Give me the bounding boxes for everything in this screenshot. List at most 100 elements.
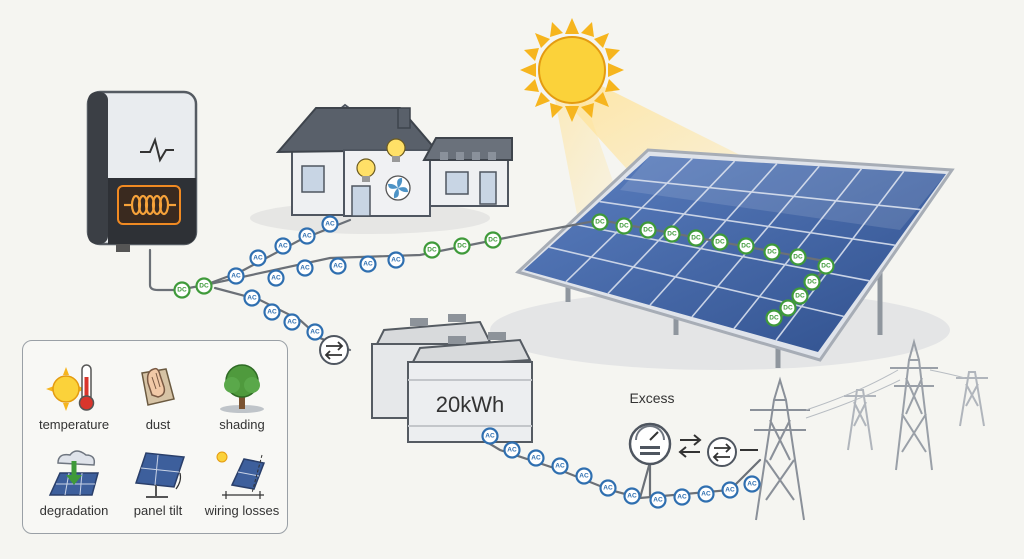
ac-connector-bead: AC: [283, 313, 301, 331]
legend-item-wiring-losses: wiring losses: [199, 445, 285, 518]
svg-text:DC: DC: [427, 247, 437, 254]
svg-text:AC: AC: [271, 275, 281, 282]
fan-icon: [385, 175, 411, 201]
ac-connector-bead: AC: [267, 269, 285, 287]
dc-connector-bead: DC: [817, 257, 835, 275]
cloth-wipe-icon: [141, 367, 175, 406]
svg-text:DC: DC: [457, 243, 467, 250]
legend-label-temperature: temperature: [38, 417, 110, 432]
svg-text:AC: AC: [300, 265, 310, 272]
svg-text:AC: AC: [603, 485, 613, 492]
ac-connector-bead: AC: [649, 491, 667, 509]
solar-array: [515, 148, 955, 368]
legend-label-degradation: degradation: [39, 503, 109, 518]
ac-connector-bead: AC: [321, 215, 339, 233]
legend-label-panel-tilt: panel tilt: [133, 503, 183, 518]
svg-text:AC: AC: [725, 487, 735, 494]
dc-connector-bead: DC: [484, 231, 502, 249]
svg-text:AC: AC: [391, 257, 401, 264]
dc-connector-bead: DC: [711, 233, 729, 251]
ac-connector-bead: AC: [243, 289, 261, 307]
ac-connector-bead: AC: [263, 303, 281, 321]
svg-text:AC: AC: [267, 309, 277, 316]
ac-connector-bead: AC: [743, 475, 761, 493]
dc-connector-bead: DC: [453, 237, 471, 255]
ac-connector-bead: AC: [697, 485, 715, 503]
svg-text:AC: AC: [302, 233, 312, 240]
dc-connector-bead: DC: [765, 309, 783, 327]
dc-connector-bead: DC: [779, 299, 797, 317]
dc-connector-bead: DC: [663, 225, 681, 243]
svg-text:DC: DC: [691, 235, 701, 242]
dc-connector-bead: DC: [615, 217, 633, 235]
legend-label-shading: shading: [219, 417, 265, 432]
ac-connector-bead: AC: [575, 467, 593, 485]
svg-text:AC: AC: [278, 243, 288, 250]
grid-meter: Excess: [628, 390, 675, 498]
ac-connector-bead: AC: [551, 457, 569, 475]
ac-connector-bead: AC: [599, 479, 617, 497]
svg-text:DC: DC: [619, 223, 629, 230]
excess-label: Excess: [629, 390, 674, 406]
svg-text:AC: AC: [677, 494, 687, 501]
ac-connector-bead: AC: [227, 267, 245, 285]
svg-text:DC: DC: [769, 315, 779, 322]
battery-bank: 20kWh: [371, 314, 533, 443]
legend-label-wiring-losses: wiring losses: [204, 503, 280, 518]
dc-connector-bead: DC: [687, 229, 705, 247]
ac-connector-bead: AC: [306, 323, 324, 341]
svg-text:DC: DC: [199, 283, 209, 290]
ac-connector-bead: AC: [298, 227, 316, 245]
svg-text:DC: DC: [177, 287, 187, 294]
dc-connector-bead: DC: [803, 273, 821, 291]
svg-text:DC: DC: [807, 279, 817, 286]
svg-text:AC: AC: [701, 491, 711, 498]
svg-text:AC: AC: [247, 295, 257, 302]
legend-item-degradation: degradation: [31, 445, 117, 518]
inverter: [86, 90, 198, 252]
ac-connector-bead: AC: [329, 257, 347, 275]
transmission-towers: [750, 338, 988, 521]
svg-text:DC: DC: [741, 243, 751, 250]
battery-capacity-label: 20kWh: [436, 392, 504, 417]
ac-connector-bead: AC: [296, 259, 314, 277]
sun-icon: [520, 18, 624, 122]
svg-text:AC: AC: [653, 497, 663, 504]
svg-text:AC: AC: [363, 261, 373, 268]
dc-connector-bead: DC: [789, 248, 807, 266]
svg-text:AC: AC: [747, 481, 757, 488]
house: [275, 103, 513, 217]
ac-connector-bead: AC: [527, 449, 545, 467]
legend-item-dust: dust: [115, 359, 201, 432]
svg-text:DC: DC: [488, 237, 498, 244]
svg-text:AC: AC: [485, 433, 495, 440]
sun-thermometer-icon: [46, 364, 95, 411]
wiring-loss-icon: [216, 451, 266, 499]
svg-text:DC: DC: [793, 254, 803, 261]
svg-text:AC: AC: [253, 255, 263, 262]
bidirectional-arrow-icon: [319, 335, 349, 365]
tree-icon: [220, 364, 264, 413]
dc-connector-bead: DC: [173, 281, 191, 299]
svg-text:AC: AC: [555, 463, 565, 470]
ac-connector-bead: AC: [481, 427, 499, 445]
svg-text:DC: DC: [715, 239, 725, 246]
tilted-panel-icon: [134, 452, 186, 498]
dc-connector-bead: DC: [737, 237, 755, 255]
ac-connector-bead: AC: [721, 481, 739, 499]
svg-text:AC: AC: [333, 263, 343, 270]
ac-connector-bead: AC: [249, 249, 267, 267]
svg-text:AC: AC: [627, 493, 637, 500]
svg-text:DC: DC: [595, 219, 605, 226]
grid-exchange-arrows-icon: [678, 434, 758, 467]
legend-item-panel-tilt: panel tilt: [115, 445, 201, 518]
ac-connector-bead: AC: [673, 488, 691, 506]
svg-text:AC: AC: [579, 473, 589, 480]
svg-text:DC: DC: [795, 293, 805, 300]
dc-connector-bead: DC: [423, 241, 441, 259]
lightbulb-icon: [356, 138, 406, 182]
ac-connector-bead: AC: [387, 251, 405, 269]
svg-text:DC: DC: [767, 249, 777, 256]
dc-connector-bead: DC: [195, 277, 213, 295]
